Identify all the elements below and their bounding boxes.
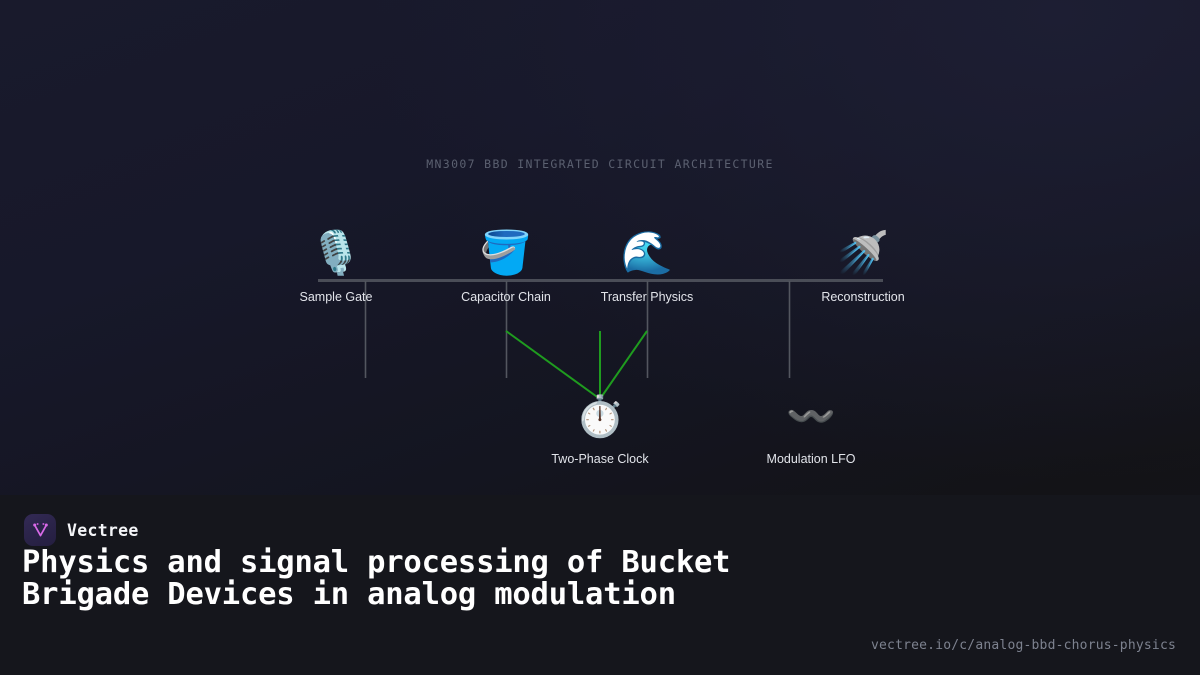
clock-link-transfer-physics xyxy=(599,330,648,400)
node-reconstruction[interactable]: 🚿 Reconstruction xyxy=(763,228,963,305)
node-two-phase-clock[interactable]: ⏱️ Two-Phase Clock xyxy=(500,397,700,466)
brand-row[interactable]: Vectree xyxy=(24,514,139,546)
node-label-modulation-lfo: Modulation LFO xyxy=(766,452,856,466)
bucket-icon: 🪣 xyxy=(479,228,533,277)
node-label-two-phase-clock: Two-Phase Clock xyxy=(551,452,649,466)
node-sample-gate[interactable]: 🎙️ Sample Gate xyxy=(236,228,436,305)
shower-icon: 🚿 xyxy=(836,228,890,277)
clock-link-capacitor-chain xyxy=(505,330,601,400)
wavy-dash-icon: 〰️ xyxy=(786,394,836,440)
node-label-transfer-physics: Transfer Physics xyxy=(600,290,694,304)
water-wave-icon: 🌊 xyxy=(620,228,674,277)
node-label-reconstruction: Reconstruction xyxy=(821,290,905,304)
node-label-capacitor-chain: Capacitor Chain xyxy=(461,290,551,304)
studio-microphone-icon: 🎙️ xyxy=(309,228,363,277)
card-footer: Vectree Physics and signal processing of… xyxy=(0,495,1200,675)
node-transfer-physics[interactable]: 🌊 Transfer Physics xyxy=(547,228,747,305)
node-label-sample-gate: Sample Gate xyxy=(299,290,373,304)
brand-name: Vectree xyxy=(67,520,139,540)
diagram-title: MN3007 BBD INTEGRATED CIRCUIT ARCHITECTU… xyxy=(426,157,774,171)
node-capacitor-chain[interactable]: 🪣 Capacitor Chain xyxy=(406,228,606,305)
page-title: Physics and signal processing of Bucket … xyxy=(22,545,731,612)
node-modulation-lfo[interactable]: 〰️ Modulation LFO xyxy=(711,397,911,466)
vectree-mark-icon xyxy=(32,522,48,536)
vectree-logo xyxy=(24,514,56,546)
site-url: vectree.io/c/analog-bbd-chorus-physics xyxy=(870,638,1176,653)
stopwatch-icon: ⏱️ xyxy=(575,394,625,440)
bbd-architecture-diagram: MN3007 BBD INTEGRATED CIRCUIT ARCHITECTU… xyxy=(236,157,963,466)
diagram-connectors xyxy=(318,279,883,400)
